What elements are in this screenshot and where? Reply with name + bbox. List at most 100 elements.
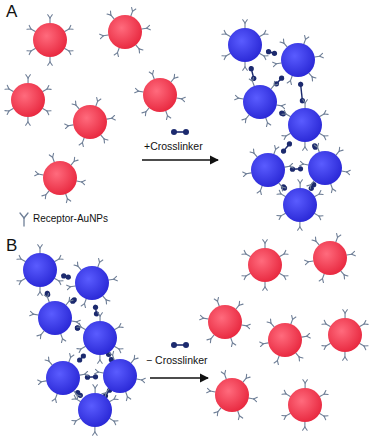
- receptor: [103, 34, 108, 36]
- receptor: [244, 23, 245, 28]
- crosslinker-end: [287, 141, 292, 146]
- gold-nanoparticle: [46, 361, 80, 395]
- receptor: [67, 287, 70, 290]
- receptor: [315, 56, 320, 58]
- receptor: [77, 395, 81, 396]
- receptor: [290, 76, 292, 81]
- receptor: [298, 227, 300, 230]
- receptor: [347, 254, 352, 256]
- receptor: [284, 43, 287, 47]
- receptor: [38, 382, 41, 385]
- receptor: [279, 216, 281, 220]
- receptor: [68, 124, 73, 126]
- receptor: [142, 380, 145, 383]
- receptor: [316, 241, 319, 245]
- receptor: [324, 136, 326, 140]
- receptor: [247, 326, 250, 329]
- receptor: [82, 143, 84, 147]
- receptor: [266, 118, 268, 123]
- crosslinker-bond: [78, 354, 85, 362]
- receptor: [344, 275, 348, 276]
- crosslinker-end: [312, 143, 317, 148]
- receptor: [282, 393, 286, 394]
- receptor: [74, 395, 76, 399]
- receptor: [72, 104, 76, 105]
- receptor: [38, 292, 40, 295]
- reaction-arrow: [150, 377, 208, 378]
- receptor: [250, 152, 254, 153]
- receptor: [29, 25, 31, 29]
- receptor: [302, 336, 307, 338]
- receptor: [47, 85, 49, 89]
- free-aunp: [200, 297, 251, 346]
- receptor: [203, 318, 208, 320]
- receptor: [324, 416, 326, 420]
- receptor: [304, 35, 306, 39]
- receptor: [236, 305, 239, 309]
- receptor: [231, 338, 233, 343]
- receptor: [134, 355, 136, 359]
- receptor: [303, 427, 305, 430]
- receptor: [214, 299, 217, 301]
- receptor: [40, 292, 42, 295]
- crosslinker-end: [183, 342, 189, 348]
- receptor: [98, 262, 100, 267]
- receptor: [245, 119, 246, 123]
- receptor: [110, 399, 114, 401]
- receptor: [27, 28, 31, 29]
- receptor: [300, 183, 301, 188]
- receptor: [23, 218, 24, 226]
- receptor: [85, 371, 88, 374]
- receptor: [98, 258, 100, 262]
- receptor: [364, 320, 366, 324]
- receptor: [279, 183, 282, 187]
- receptor: [276, 62, 281, 64]
- receptor: [315, 194, 319, 196]
- receptor: [291, 315, 293, 319]
- receptor: [336, 151, 339, 155]
- receptor: [326, 343, 330, 345]
- receptor: [284, 390, 286, 394]
- particles: [5, 7, 368, 435]
- receptor: [304, 39, 306, 44]
- receptor: [7, 85, 9, 89]
- receptor: [82, 182, 85, 185]
- crosslinker-end: [171, 129, 177, 135]
- receptor: [200, 318, 204, 320]
- receptor: [94, 427, 95, 432]
- receptor: [7, 111, 9, 115]
- receptor: [79, 143, 82, 145]
- receptor: [290, 81, 292, 85]
- receptor: [45, 360, 49, 361]
- gold-nanoparticle: [33, 23, 67, 57]
- receptor: [260, 344, 263, 347]
- receptor: [55, 259, 59, 262]
- receptor: [319, 191, 321, 195]
- receptor: [257, 191, 260, 193]
- free-aunp: [305, 233, 356, 282]
- gold-nanoparticle: [215, 378, 249, 412]
- receptor: [299, 222, 300, 227]
- receptor: [114, 53, 117, 55]
- receptor: [19, 281, 21, 285]
- receptor: [304, 142, 305, 147]
- receptor: [81, 346, 85, 348]
- receptor: [246, 115, 249, 119]
- receptor: [50, 15, 52, 18]
- receptor: [287, 81, 290, 83]
- receptor: [331, 189, 332, 193]
- crosslinker-end: [75, 325, 80, 330]
- receptor: [343, 310, 345, 313]
- receptor: [31, 49, 35, 52]
- receptor: [314, 145, 317, 147]
- receptor: [225, 370, 226, 374]
- receptor: [222, 33, 226, 34]
- receptor: [246, 374, 248, 378]
- receptor: [21, 259, 25, 262]
- receptor: [304, 103, 305, 108]
- receptor: [167, 116, 170, 118]
- free-aunp: [35, 153, 86, 202]
- receptor: [171, 78, 174, 82]
- receptor: [260, 186, 262, 191]
- reaction-arrow: [142, 159, 218, 160]
